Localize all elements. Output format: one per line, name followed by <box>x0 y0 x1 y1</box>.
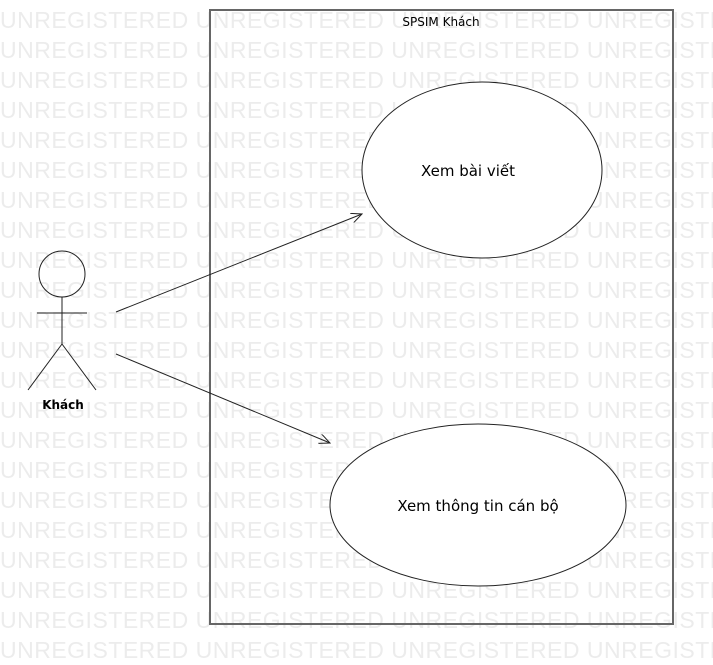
use-case-xem-thong-tin-can-bo[interactable]: Xem thông tin cán bộ <box>329 423 627 587</box>
association-arrow-uc1[interactable] <box>115 214 362 313</box>
association-arrow-uc2[interactable] <box>115 353 330 443</box>
use-case-label: Xem bài viết <box>421 162 515 180</box>
actor-khach[interactable]: Khách <box>27 250 97 412</box>
system-boundary[interactable]: SPSIM Khách <box>209 9 674 625</box>
use-case-label: Xem thông tin cán bộ <box>397 497 558 515</box>
stick-figure-icon <box>27 250 97 391</box>
system-title: SPSIM Khách <box>402 15 479 29</box>
use-case-xem-bai-viet[interactable]: Xem bài viết <box>361 81 603 259</box>
actor-name: Khách <box>42 398 84 412</box>
